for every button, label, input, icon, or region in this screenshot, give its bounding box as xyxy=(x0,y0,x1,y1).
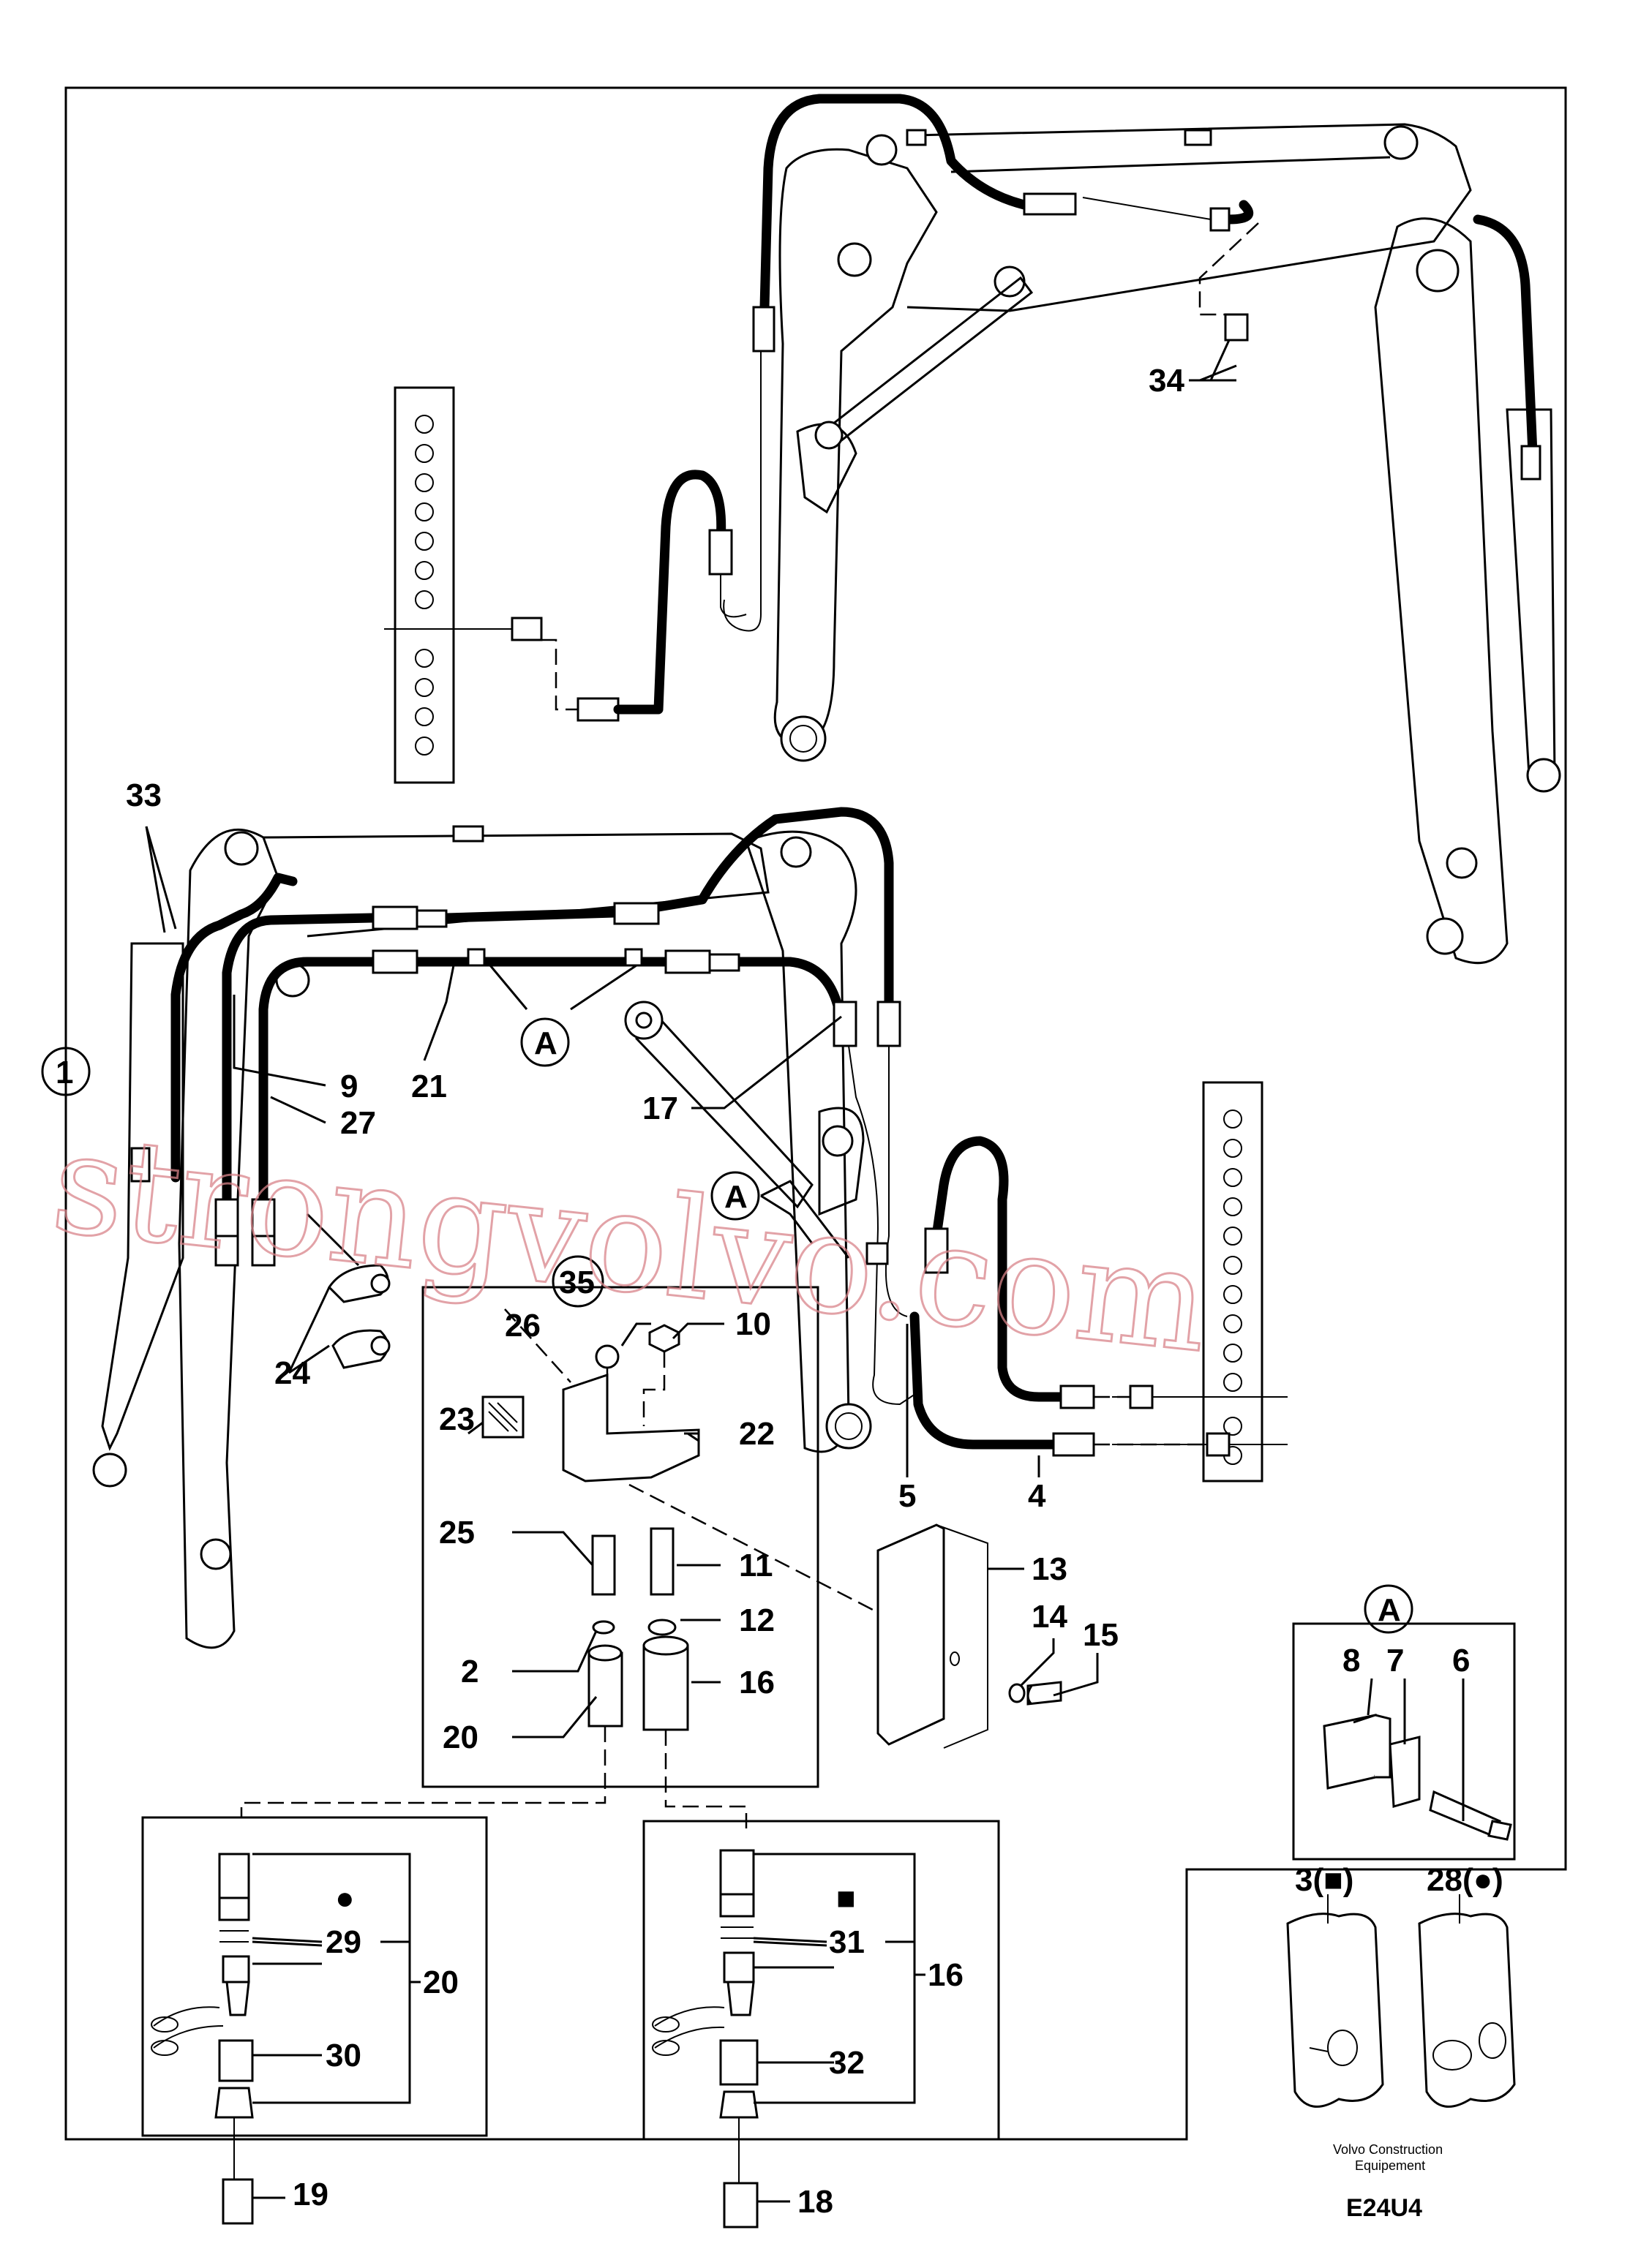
parts-bags xyxy=(1286,1894,1516,2108)
detail-a-circle-1 xyxy=(520,1017,570,1067)
callout-16-box: 16 xyxy=(928,1957,964,1993)
lower-clamp-rail xyxy=(909,1081,1288,1483)
clip-parts-24 xyxy=(306,1213,391,1369)
detail-a-label-1: A xyxy=(534,1025,557,1061)
upper-clamp-rail xyxy=(384,386,747,784)
callout-34: 34 xyxy=(1149,363,1184,399)
symbol-square: ■ xyxy=(836,1880,856,1916)
drawing-code: E24U4 xyxy=(1346,2194,1422,2222)
callout-3: 3(■) xyxy=(1295,1862,1353,1898)
callout-24: 24 xyxy=(274,1355,310,1391)
callout-20-main: 20 xyxy=(443,1719,478,1755)
callout-9: 9 xyxy=(340,1069,358,1104)
callout-26: 26 xyxy=(505,1308,541,1344)
callout-18: 18 xyxy=(797,2184,833,2220)
symbol-dot: ● xyxy=(335,1880,355,1916)
callout-32: 32 xyxy=(829,2045,865,2081)
brand-line-1: Volvo Construction xyxy=(1333,2142,1443,2157)
callout-27: 27 xyxy=(340,1105,376,1141)
callout-2: 2 xyxy=(461,1654,478,1689)
callout-5: 5 xyxy=(898,1478,916,1514)
detail-a-circle-2 xyxy=(710,1171,760,1221)
callout-13: 13 xyxy=(1032,1551,1067,1587)
lower-boom-assembly xyxy=(92,807,923,1649)
callout-15: 15 xyxy=(1083,1617,1119,1653)
callout-12: 12 xyxy=(739,1602,775,1638)
callout-33: 33 xyxy=(126,777,162,813)
callout-1-circle xyxy=(41,1047,91,1096)
callout-35: 35 xyxy=(559,1265,595,1300)
callout-14: 14 xyxy=(1032,1599,1067,1635)
detail-a-box xyxy=(1292,1622,1516,1861)
guard-plate-13 xyxy=(876,1523,1062,1749)
callout-20-box: 20 xyxy=(423,1964,459,2000)
callout-19: 19 xyxy=(293,2177,328,2212)
upper-boom-assembly xyxy=(723,94,1561,965)
callout-7: 7 xyxy=(1386,1643,1404,1679)
callout-17: 17 xyxy=(642,1090,678,1126)
callout-16-main: 16 xyxy=(739,1665,775,1700)
callout-4: 4 xyxy=(1028,1478,1046,1514)
coupling-box-16 xyxy=(642,1820,1000,2229)
diagram-frame xyxy=(64,86,1567,2141)
callout-23: 23 xyxy=(439,1401,475,1437)
detail-a-circle-3 xyxy=(1364,1584,1413,1634)
callout-10: 10 xyxy=(735,1306,771,1342)
callout-21: 21 xyxy=(411,1069,447,1104)
callout-35-circle xyxy=(552,1255,604,1308)
callout-22: 22 xyxy=(739,1416,775,1452)
leader-lines xyxy=(145,364,1465,1821)
connector-block-box-35 xyxy=(240,1286,901,1828)
callout-6: 6 xyxy=(1452,1643,1470,1679)
brand-line-2: Equipement xyxy=(1355,2158,1425,2173)
callout-28: 28(●) xyxy=(1427,1862,1503,1898)
detail-a-label-3: A xyxy=(1378,1592,1401,1628)
detail-a-label-2: A xyxy=(724,1179,748,1215)
coupling-box-20 xyxy=(141,1816,488,2225)
callout-30: 30 xyxy=(326,2038,361,2073)
callout-29: 29 xyxy=(326,1924,361,1960)
callout-25: 25 xyxy=(439,1515,475,1551)
watermark: strongvolvo.com xyxy=(45,1101,1216,1383)
callout-11: 11 xyxy=(739,1548,773,1583)
callout-1: 1 xyxy=(56,1055,73,1090)
callout-31: 31 xyxy=(829,1924,865,1960)
callout-8: 8 xyxy=(1342,1643,1360,1679)
